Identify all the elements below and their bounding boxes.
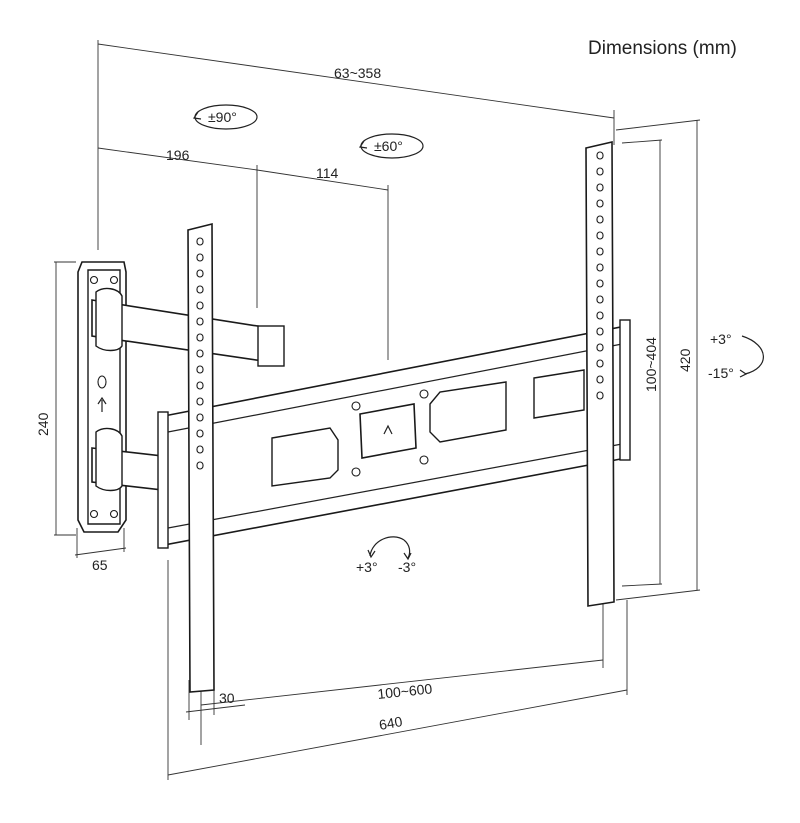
label-offset: 30 (219, 690, 235, 706)
mounting-slot (596, 167, 604, 176)
left-vertical-bracket (187, 222, 215, 693)
mounting-slot (596, 183, 604, 192)
label-vesa-horizontal: 100~600 (377, 680, 433, 702)
label-tilt-down: -15° (708, 365, 734, 381)
mounting-slot (596, 231, 604, 240)
mounting-slot (596, 199, 604, 208)
label-tilt-up: +3° (710, 331, 732, 347)
dimension-lines (54, 40, 701, 780)
mounting-slot (596, 151, 604, 160)
mounting-slot (196, 461, 204, 470)
mounting-slot (196, 397, 204, 406)
mounting-slot (196, 253, 204, 262)
mounting-slot (196, 365, 204, 374)
label-wall-height: 240 (35, 412, 51, 436)
label-arm1: 196 (166, 147, 190, 163)
mounting-slot (196, 429, 204, 438)
label-vesa-vertical: 100~404 (643, 337, 659, 392)
mounting-slot (196, 381, 204, 390)
mounting-slot (196, 445, 204, 454)
mounting-slot (596, 295, 604, 304)
mounting-slot (596, 247, 604, 256)
label-width: 640 (378, 713, 404, 733)
mounting-slot (596, 375, 604, 384)
rotation-indicators (192, 104, 764, 561)
mounting-slot (196, 269, 204, 278)
mounting-slot (596, 279, 604, 288)
horizontal-rail (157, 319, 631, 549)
mounting-slot (196, 413, 204, 422)
mounting-slot (596, 215, 604, 224)
mounting-slot (596, 343, 604, 352)
mounting-slot (196, 317, 204, 326)
mounting-slot (196, 301, 204, 310)
mounting-slot (196, 237, 204, 246)
label-arm2: 114 (316, 165, 339, 181)
label-level-minus: -3° (398, 559, 416, 575)
label-rot-arm: ±90° (208, 109, 237, 125)
label-wall-depth: 65 (92, 557, 108, 573)
mounting-slot (596, 263, 604, 272)
dimension-labels: 63~358 ±90° ±60° 196 114 240 65 100~404 … (35, 65, 734, 733)
mounting-slot (596, 311, 604, 320)
label-rot-plate: ±60° (374, 138, 403, 154)
mounting-slot (196, 333, 204, 342)
label-level-plus: +3° (356, 559, 378, 575)
mounting-slot (196, 349, 204, 358)
mounting-slot (196, 285, 204, 294)
mounting-slot (596, 327, 604, 336)
label-depth: 63~358 (334, 65, 381, 81)
label-rail-height: 420 (677, 348, 693, 372)
diagram-title: Dimensions (mm) (588, 38, 737, 59)
right-vertical-bracket (585, 140, 615, 607)
mounting-slot (596, 391, 604, 400)
mounting-slot (596, 359, 604, 368)
